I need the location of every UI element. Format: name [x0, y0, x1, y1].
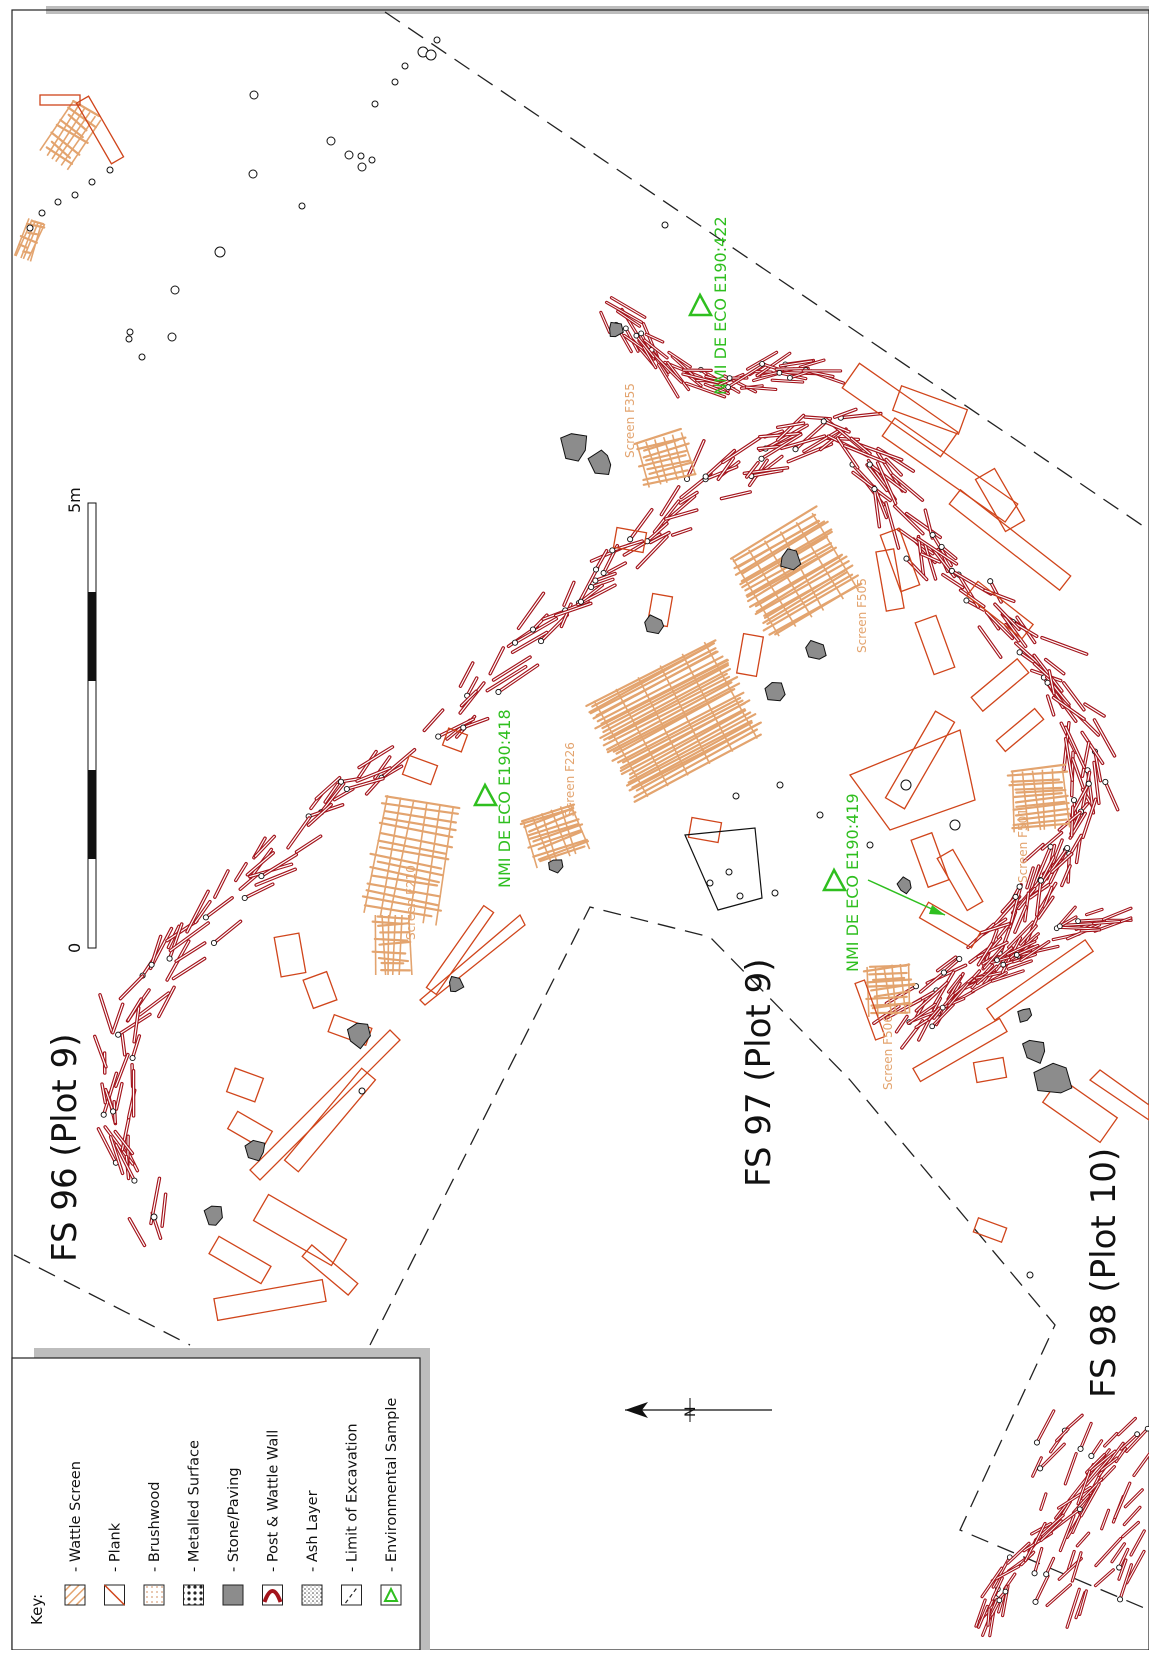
environmental-sample-icon — [824, 870, 845, 890]
east-wall — [1032, 1411, 1149, 1627]
legend-label: - Ash Layer — [305, 1490, 321, 1572]
sample-e422: NMI DE ECO E190:422 — [690, 216, 730, 395]
planks — [40, 95, 1149, 1320]
screen-label-f501: Screen F501 — [1016, 808, 1030, 883]
sample-label-e422: NMI DE ECO E190:422 — [711, 216, 730, 395]
environmental-sample-icon — [475, 785, 496, 805]
brushwood-icon — [144, 1585, 164, 1605]
legend-label: - Stone/Paving — [226, 1467, 242, 1572]
environmental-sample-icon — [690, 295, 711, 315]
legend-label: - Post & Wattle Wall — [266, 1430, 282, 1572]
legend-label: - Metalled Surface — [187, 1440, 203, 1572]
legend-label: - Wattle Screen — [68, 1461, 84, 1572]
ash-layer-outline — [685, 828, 762, 910]
sample-e418: NMI DE ECO E190:418 — [475, 709, 514, 888]
north-label: N — [683, 1407, 699, 1417]
wattle-screen-icon — [65, 1585, 85, 1605]
legend-title: Key: — [28, 1594, 46, 1625]
scale-bar: 0 5m — [65, 487, 96, 953]
wattle-screens — [14, 99, 1072, 1017]
legend-label: - Plank — [108, 1522, 124, 1572]
stone-paving-icon — [223, 1585, 243, 1605]
legend-item-brushwood: - Brushwood — [144, 1482, 164, 1606]
ash-layer-icon — [302, 1585, 322, 1605]
plot-label-fs97: FS 97 (Plot 9) — [739, 959, 779, 1187]
metalled-surface-icon — [184, 1585, 204, 1605]
legend: Key: - Wattle Screen - Plank - Brushwood - … — [12, 1348, 430, 1650]
screen-label-f355: Screen F355 — [623, 383, 637, 458]
sample-label-e419: NMI DE ECO E190:419 — [843, 793, 862, 972]
legend-label: - Brushwood — [147, 1482, 163, 1573]
scale-label-zero: 0 — [65, 943, 84, 953]
plot-label-fs98: FS 98 (Plot 10) — [1084, 1148, 1124, 1398]
screen-label-f505: Screen F505 — [855, 578, 869, 653]
legend-item-ash-layer: - Ash Layer — [302, 1490, 322, 1605]
legend-label: - Limit of Excavation — [345, 1423, 361, 1572]
screen-label-f226: Screen F226 — [563, 742, 577, 817]
north-arrow-icon: N — [625, 1398, 772, 1422]
screen-label-f210: Screen F210 — [404, 865, 418, 940]
legend-label: - Environmental Sample — [384, 1398, 400, 1572]
screen-label-f506: Screen F506 — [881, 1015, 895, 1090]
plot-label-fs96: FS 96 (Plot 9) — [45, 1034, 85, 1262]
scale-label-max: 5m — [65, 487, 84, 513]
sample-label-e418: NMI DE ECO E190:418 — [495, 709, 514, 888]
